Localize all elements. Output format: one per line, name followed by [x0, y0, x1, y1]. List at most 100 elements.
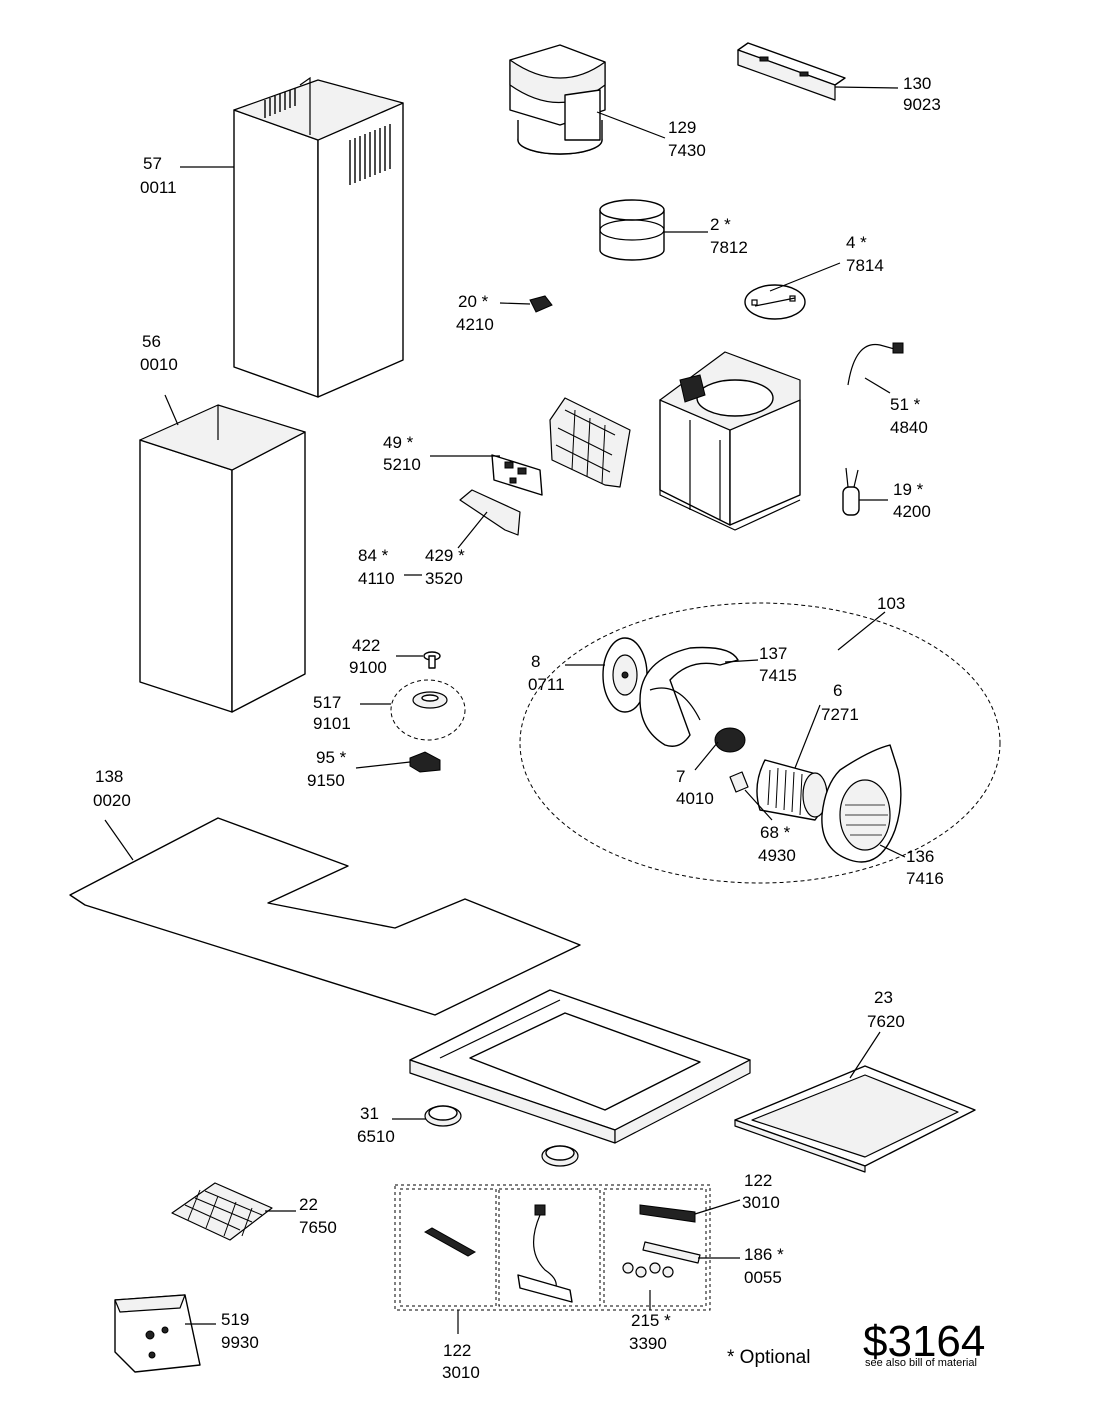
part-51-wire-harness [847, 342, 904, 394]
part-code: 9023 [903, 95, 941, 114]
part-code: 7814 [846, 256, 884, 275]
part-number: 56 [142, 332, 161, 351]
label-51: 51 * 4840 [890, 395, 928, 437]
part-code: 5210 [383, 455, 421, 474]
part-130-mounting-bracket [737, 42, 899, 101]
part-129-air-transition [509, 44, 666, 155]
part-code: 7620 [867, 1012, 905, 1031]
label-2: 2 * 7812 [710, 215, 748, 257]
part-number: 95 * [316, 748, 347, 767]
part-number: 8 [531, 652, 540, 671]
part-number: 6 [833, 681, 842, 700]
part-number: 7 [676, 767, 685, 786]
part-code: 7650 [299, 1218, 337, 1237]
label-6: 6 7271 [821, 681, 859, 724]
part-code: 4010 [676, 789, 714, 808]
part-number: 129 [668, 118, 696, 137]
label-4: 4 * 7814 [846, 233, 884, 275]
part-136-blower-housing [821, 744, 906, 863]
part-code: 4200 [893, 502, 931, 521]
part-number: 31 [360, 1104, 379, 1123]
label-20: 20 * 4210 [456, 292, 494, 334]
label-68: 68 * 4930 [758, 823, 796, 865]
part-control-strip [423, 1227, 477, 1257]
part-number: 122 [443, 1341, 471, 1360]
part-number: 4 * [846, 233, 867, 252]
label-49: 49 * 5210 [383, 433, 421, 474]
part-number: 136 [906, 847, 934, 866]
part-19-capacitor [842, 467, 888, 516]
part-number: 130 [903, 74, 931, 93]
part-code: 3520 [425, 569, 463, 588]
part-number: 138 [95, 767, 123, 786]
label-122-top: 122 3010 [742, 1171, 780, 1212]
part-code: 7430 [668, 141, 706, 160]
part-code: 7415 [759, 666, 797, 685]
label-103: 103 [877, 594, 905, 613]
part-49-control-board [430, 454, 543, 496]
part-8-motor-plate [565, 637, 648, 713]
label-95: 95 * 9150 [307, 748, 347, 790]
part-code: 0020 [93, 791, 131, 810]
label-22: 22 7650 [299, 1195, 337, 1237]
part-number: 57 [143, 154, 162, 173]
label-517: 517 9101 [313, 693, 351, 733]
part-code: 9930 [221, 1333, 259, 1352]
part-68-motor-spacer [729, 771, 773, 821]
label-7: 7 4010 [676, 767, 714, 808]
part-code: 3010 [442, 1363, 480, 1382]
part-56-lower-chimney [139, 394, 306, 713]
part-137-blower-scroll [639, 646, 759, 747]
label-23: 23 7620 [867, 988, 905, 1031]
part-code: 9100 [349, 658, 387, 677]
part-number: 422 [352, 636, 380, 655]
part-number: 2 * [710, 215, 731, 234]
part-number: 103 [877, 594, 905, 613]
label-56: 56 0010 [140, 332, 178, 374]
label-138: 138 0020 [93, 767, 131, 810]
part-motor-housing [659, 351, 801, 531]
part-57-upper-chimney [180, 76, 404, 398]
price-label: $3164 [863, 1317, 985, 1366]
part-7-motor [694, 727, 746, 771]
part-number: 49 * [383, 433, 414, 452]
part-number: 215 * [631, 1311, 671, 1330]
label-57: 57 0011 [140, 154, 177, 197]
label-136: 136 7416 [906, 847, 944, 888]
label-422: 422 9100 [349, 636, 387, 677]
part-422-knob [396, 651, 441, 669]
label-130: 130 9023 [903, 74, 941, 114]
part-code: 4110 [358, 569, 395, 588]
part-122-switch-board [639, 1199, 741, 1223]
part-number: 137 [759, 644, 787, 663]
part-20-connector [499, 295, 553, 313]
price-note: see also bill of material [865, 1357, 977, 1369]
part-number: 68 * [760, 823, 791, 842]
part-23-charcoal-filter-panel [734, 1031, 976, 1173]
part-6-blower-wheel [756, 704, 828, 821]
part-code: 7271 [821, 705, 859, 724]
part-number: 517 [313, 693, 341, 712]
part-code: 4840 [890, 418, 928, 437]
part-number: 19 * [893, 480, 924, 499]
part-number: 186 * [744, 1245, 784, 1264]
label-429: 429 * 3520 [425, 546, 465, 588]
part-519-hardware-bag [114, 1294, 216, 1373]
part-number: 84 * [358, 546, 389, 565]
label-186: 186 * 0055 [744, 1245, 784, 1287]
part-31-light-cover [392, 1105, 579, 1167]
part-number: 23 [874, 988, 893, 1007]
part-number: 22 [299, 1195, 318, 1214]
part-2-duct-collar [599, 199, 708, 261]
part-hood-body-frame [409, 989, 751, 1144]
part-code: 6510 [357, 1127, 395, 1146]
part-number: 122 [744, 1171, 772, 1190]
part-number: 429 * [425, 546, 465, 565]
part-215-buttons [622, 1262, 674, 1310]
label-31: 31 6510 [357, 1104, 395, 1146]
part-code: 4930 [758, 846, 796, 865]
part-code: 0055 [744, 1268, 782, 1287]
part-code: 0011 [140, 178, 177, 197]
